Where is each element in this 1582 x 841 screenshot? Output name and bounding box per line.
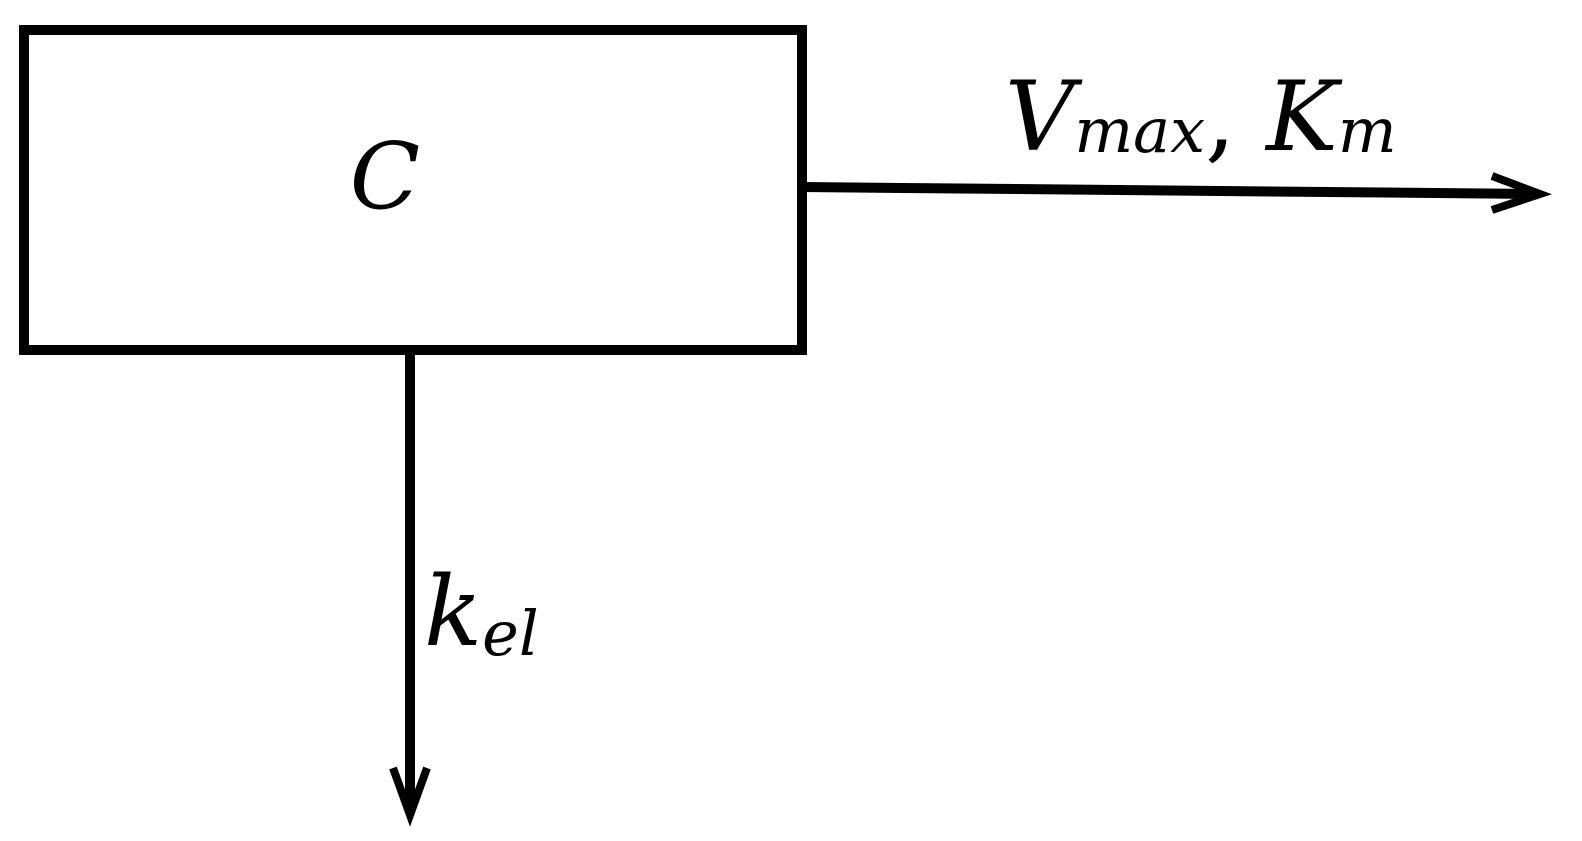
mm-elimination-arrowhead: [1490, 172, 1552, 214]
linear-elimination-label: kel: [424, 556, 539, 670]
linear-elimination-arrowhead: [389, 766, 431, 827]
km-subscript: m: [1338, 94, 1397, 167]
compartment-label: C: [350, 123, 420, 230]
vmax-subscript: max: [1074, 94, 1205, 167]
vmax-symbol: V: [1005, 61, 1083, 173]
kel-subscript: el: [482, 597, 539, 670]
parameter-separator: ,: [1205, 61, 1266, 173]
mm-elimination-arrow-shaft: [801, 182, 1539, 199]
mm-elimination-label: Vmax, Km: [1005, 61, 1397, 173]
km-symbol: K: [1264, 61, 1343, 173]
kel-symbol: k: [424, 556, 482, 668]
